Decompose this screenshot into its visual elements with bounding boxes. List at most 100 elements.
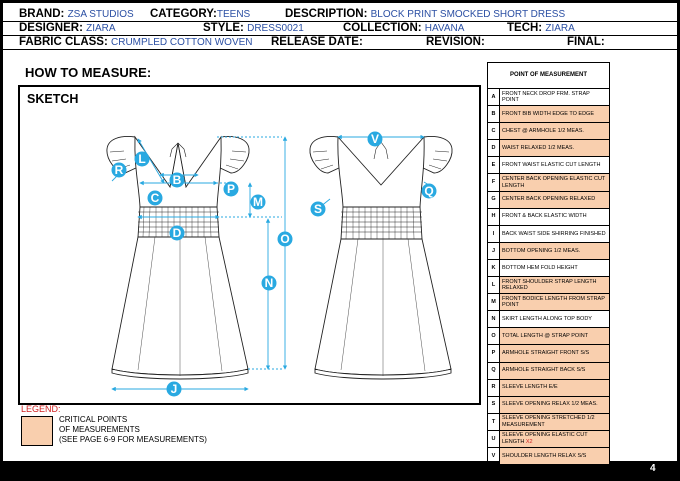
style-field: STYLE: DRESS0021 [203, 22, 304, 34]
pom-description: SKIRT LENGTH ALONG TOP BODY [499, 310, 610, 329]
marker-R: R [111, 162, 127, 178]
pom-code: F [487, 173, 500, 192]
pom-description: BOTTOM HEM FOLD HEIGHT [499, 258, 610, 278]
tech-pack-page: BRAND: ZSA STUDIOS CATEGORY:TEENS DESCRI… [3, 3, 677, 466]
svg-text:Q: Q [424, 184, 433, 198]
svg-text:C: C [151, 191, 160, 205]
marker-M: M [250, 194, 266, 210]
legend-text: CRITICAL POINTS OF MEASUREMENTS (SEE PAG… [59, 415, 207, 444]
release-date-field: RELEASE DATE: [271, 36, 363, 48]
header-row-2: DESIGNER: ZIARA STYLE: DRESS0021 COLLECT… [3, 21, 677, 36]
pom-code: A [487, 87, 500, 107]
tech-field: TECH: ZIARA [507, 22, 575, 34]
marker-V: V [367, 131, 383, 147]
header-row-3: FABRIC CLASS: CRUMPLED COTTON WOVEN RELE… [3, 35, 677, 50]
fabric-field: FABRIC CLASS: CRUMPLED COTTON WOVEN [19, 36, 253, 48]
pom-description: FRONT SHOULDER STRAP LENGTH RELAXED [499, 276, 610, 295]
marker-J: J [166, 381, 182, 397]
marker-L: L [134, 151, 150, 167]
pom-code: R [487, 378, 500, 397]
pom-description: FRONT & BACK ELASTIC WIDTH [499, 207, 610, 226]
svg-text:S: S [314, 202, 322, 216]
pom-description: CHEST @ ARMHOLE 1/2 MEAS. [499, 122, 610, 141]
how-to-measure-title: HOW TO MEASURE: [25, 65, 152, 80]
back-dress-drawing [309, 135, 453, 380]
brand-field: BRAND: ZSA STUDIOS [19, 8, 134, 20]
pom-description: SHOULDER LENGTH RELAX S/S [499, 446, 610, 466]
svg-text:J: J [171, 382, 178, 396]
svg-text:D: D [173, 226, 182, 240]
pom-code: J [487, 241, 500, 260]
pom-description: ARMHOLE STRAIGHT FRONT S/S [499, 344, 610, 363]
pom-code: H [487, 207, 500, 226]
pom-description: BOTTOM OPENING 1/2 MEAS. [499, 241, 610, 260]
pom-code: O [487, 327, 500, 346]
page-number: 4 [650, 463, 656, 474]
pom-code: U [487, 429, 500, 448]
svg-text:V: V [371, 132, 379, 146]
marker-S: S [310, 201, 326, 217]
header-row-1: BRAND: ZSA STUDIOS CATEGORY:TEENS DESCRI… [3, 7, 677, 22]
pom-code: I [487, 224, 500, 243]
pom-description: SLEEVE OPENING RELAX 1/2 MEAS. [499, 395, 610, 414]
pom-description: FRONT BIB WIDTH EDGE TO EDGE [499, 105, 610, 124]
collection-field: COLLECTION: HAVANA [343, 22, 465, 34]
svg-text:P: P [227, 182, 235, 196]
description-field: DESCRIPTION: BLOCK PRINT SMOCKED SHORT D… [285, 8, 566, 20]
pom-code: M [487, 293, 500, 312]
front-dress-drawing [106, 135, 250, 380]
svg-text:R: R [115, 163, 124, 177]
sketch-title: SKETCH [27, 92, 79, 106]
pom-description: WAIST RELAXED 1/2 MEAS. [499, 139, 610, 158]
marker-B: B [169, 172, 185, 188]
category-field: CATEGORY:TEENS [150, 8, 251, 20]
pom-description: BACK WAIST SIDE SHIRRING FINISHED [499, 224, 610, 243]
marker-Q: Q [421, 183, 437, 199]
final-field: FINAL: [567, 36, 605, 48]
legend-title: LEGEND: [21, 404, 61, 414]
pom-description: FRONT NECK DROP FRM. STRAP POINT [499, 87, 610, 107]
pom-code: Q [487, 361, 500, 380]
revision-field: REVISION: [426, 36, 485, 48]
pom-description: SLEEVE LENGTH E/E [499, 378, 610, 397]
marker-P: P [223, 181, 239, 197]
legend-swatch [21, 416, 53, 446]
pom-header: POINT OF MEASUREMENT [487, 62, 610, 89]
pom-description: CENTER BACK OPENING ELASTIC CUT LENGTH [499, 173, 610, 192]
pom-description: SLEEVE OPENING STRETCHED 1/2 MEASUREMENT [499, 412, 610, 431]
pom-code: G [487, 190, 500, 209]
pom-description: CENTER BACK OPENING RELAXED [499, 190, 610, 209]
pom-extra: X2 [525, 438, 533, 445]
pom-description: FRONT WAIST ELASTIC CUT LENGTH [499, 156, 610, 175]
pom-code: K [487, 258, 500, 278]
pom-code: S [487, 395, 500, 414]
pom-description: SLEEVE OPENING ELASTIC CUT LENGTH X2 [499, 429, 610, 448]
pom-code: E [487, 156, 500, 175]
marker-D: D [169, 225, 185, 241]
pom-code: V [487, 446, 500, 466]
designer-field: DESIGNER: ZIARA [19, 22, 116, 34]
pom-description: ARMHOLE STRAIGHT BACK S/S [499, 361, 610, 380]
svg-text:N: N [265, 276, 274, 290]
